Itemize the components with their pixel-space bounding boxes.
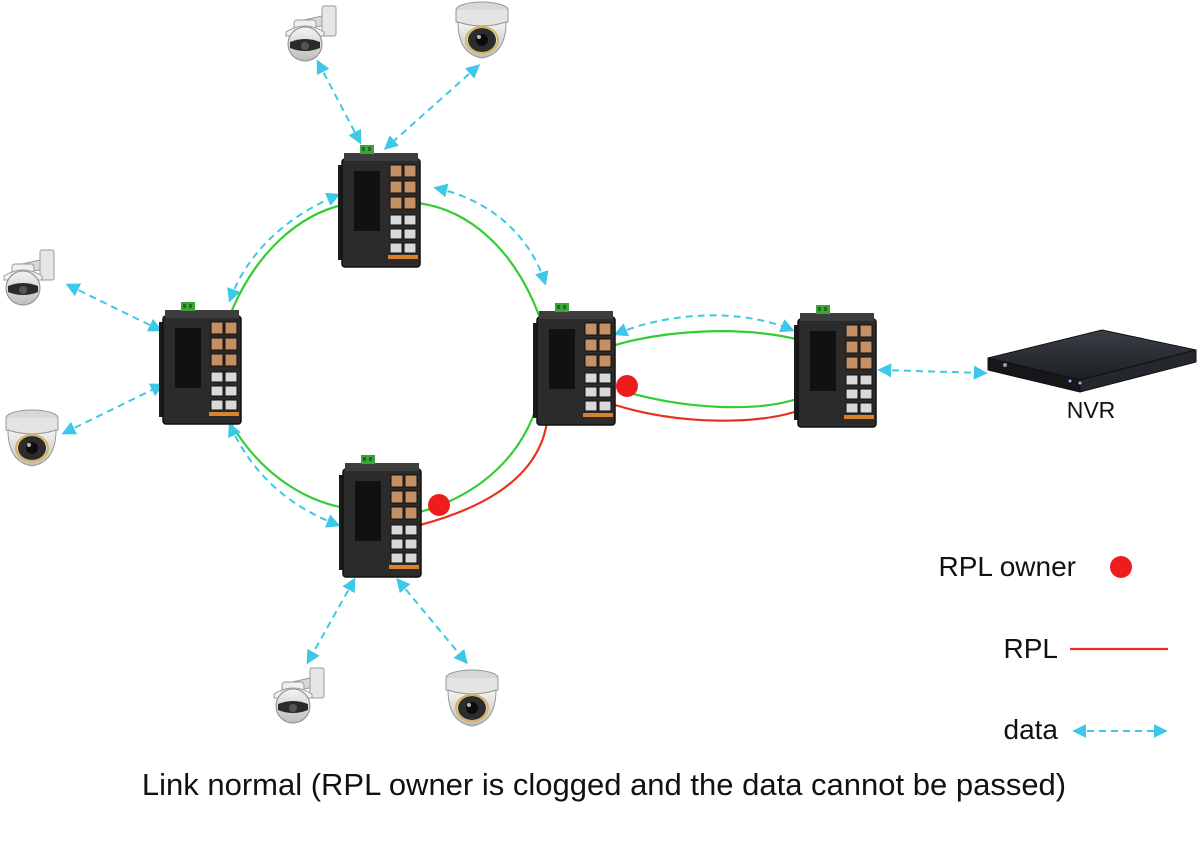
ptz-camera-icon — [273, 667, 325, 724]
data-flow — [61, 383, 165, 435]
data-flow — [396, 577, 468, 665]
switch-right — [532, 302, 616, 426]
data-flow — [383, 64, 481, 150]
rpl-link-right — [614, 403, 801, 422]
rpl-owner-marker — [616, 375, 638, 397]
camera-left-lower — [5, 409, 59, 467]
rpl-link-bottom — [419, 411, 550, 527]
dome-camera-icon — [455, 1, 509, 59]
legend-rpl-owner-label: RPL owner — [939, 551, 1076, 582]
data-flow — [228, 422, 341, 528]
nvr-recorder-icon — [987, 329, 1197, 393]
industrial-switch-icon — [158, 301, 242, 425]
data-flow — [433, 183, 549, 286]
data-flow — [306, 577, 356, 665]
dome-camera-icon — [5, 409, 59, 467]
switch-left — [158, 301, 242, 425]
legend-rpl-owner-marker — [1110, 556, 1132, 578]
data-flow — [877, 363, 988, 380]
camera-left-upper — [3, 249, 55, 306]
camera-top-right — [455, 1, 509, 59]
switch-far-right — [793, 304, 877, 428]
rpl-links — [419, 403, 801, 527]
data-flow — [613, 314, 795, 337]
ring-link-right-bottom — [625, 390, 801, 409]
ptz-camera-icon — [285, 5, 337, 62]
data-flows — [61, 59, 988, 665]
ring-link-bottom-left — [229, 421, 346, 510]
ring-link-top-left — [230, 203, 343, 311]
data-flow — [227, 192, 341, 303]
nvr-label: NVR — [1067, 397, 1116, 423]
ptz-camera-icon — [3, 249, 55, 306]
legend-rpl-label: RPL — [1004, 633, 1058, 664]
rpl-owner-marker — [428, 494, 450, 516]
camera-top-left — [285, 5, 337, 62]
industrial-switch-icon — [338, 454, 422, 578]
ring-link-top-right — [417, 201, 542, 319]
data-flow — [316, 59, 362, 145]
ring-link-right-top — [605, 330, 801, 350]
industrial-switch-icon — [793, 304, 877, 428]
industrial-switch-icon — [337, 144, 421, 268]
ring-links — [229, 201, 801, 514]
camera-bottom-right — [445, 669, 499, 727]
caption: Link normal (RPL owner is clogged and th… — [142, 767, 1066, 802]
data-flow — [65, 283, 163, 332]
legend-data-label: data — [1004, 714, 1059, 745]
camera-bottom-left — [273, 667, 325, 724]
switch-bottom — [338, 454, 422, 578]
industrial-switch-icon — [532, 302, 616, 426]
dome-camera-icon — [445, 669, 499, 727]
legend: RPL owner RPL data — [939, 551, 1168, 745]
switch-top — [337, 144, 421, 268]
